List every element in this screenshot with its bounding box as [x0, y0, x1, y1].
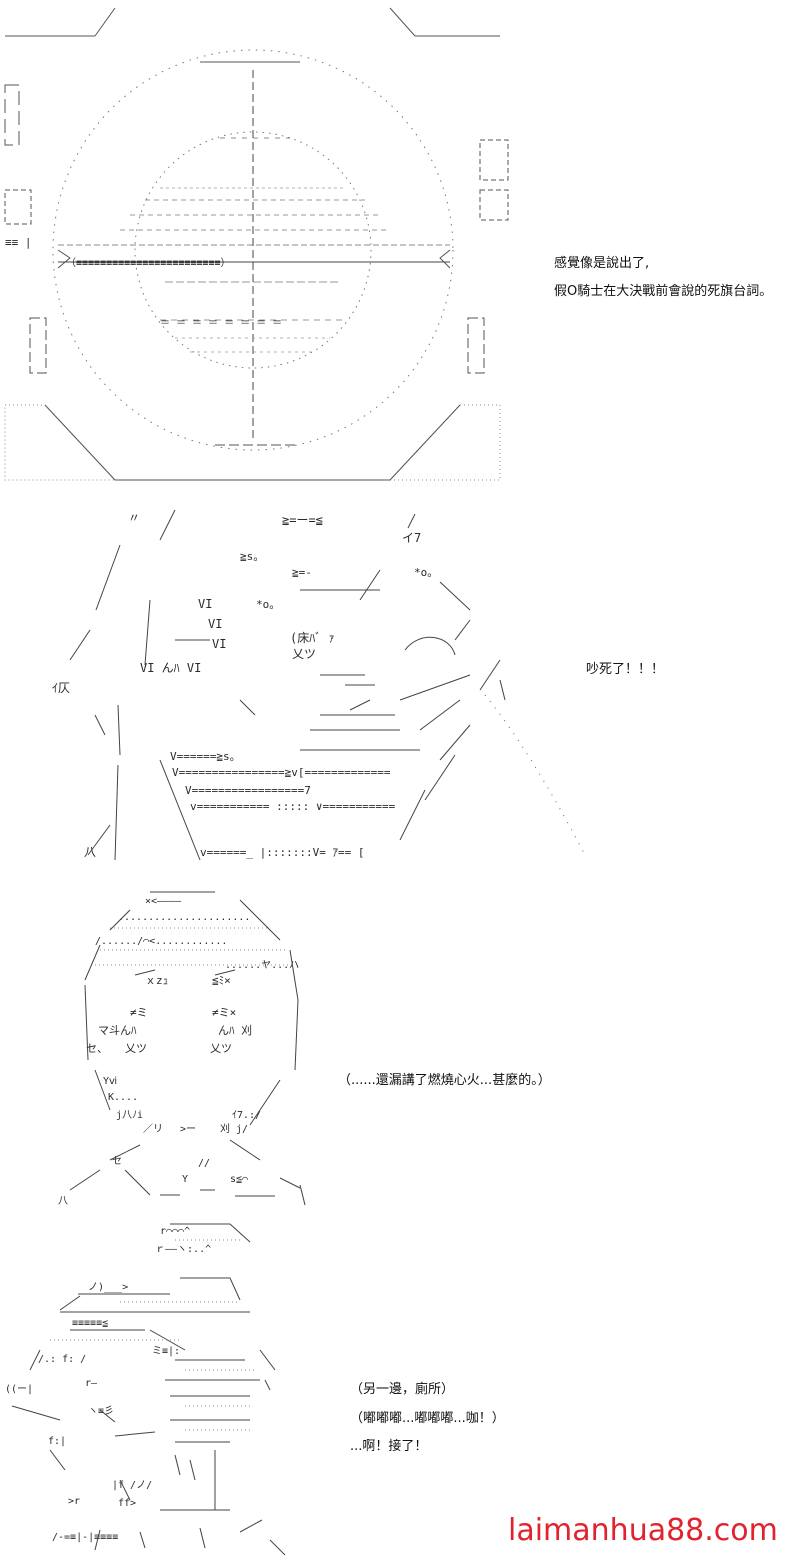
panel-phone: r⌒⌒⌒^ ｒ――ヽ:..^ ノ)___> ≡≡≡≡≡≦ /.: f: / ミ≡… [0, 1210, 800, 1563]
art-text: r⌒⌒⌒^ [160, 1226, 190, 1237]
art-text: K.... [108, 1092, 138, 1103]
art-text: VI [208, 617, 222, 631]
art-text: ((ー| [5, 1384, 33, 1395]
art-text: イ7 [402, 531, 421, 545]
art-text: v======_ |:::::::V= ｱ== [ [200, 846, 364, 859]
art-text: セ、 [86, 1042, 108, 1055]
art-text: ......ヤ...ハ [225, 960, 299, 971]
art-text: f:| [48, 1436, 66, 1447]
art-text: VI [212, 637, 226, 651]
phone-ascii-art: r⌒⌒⌒^ ｒ――ヽ:..^ ノ)___> ≡≡≡≡≡≦ /.: f: / ミ≡… [5, 1223, 286, 1556]
caption-line-1: （另一邊，廁所） [350, 1382, 455, 1397]
art-text: 〃 [128, 511, 140, 525]
art-text: V======≧s。 [170, 750, 241, 763]
art-text: んﾊ 刈 [218, 1024, 252, 1037]
art-text: （≡≡≡≡≡≡≡≡≡≡≡≡≡≡≡≡≡≡≡≡≡≡≡≡） [66, 257, 231, 269]
art-text: ノ)___> [88, 1282, 128, 1293]
art-text: ≦ﾐ× [212, 974, 231, 987]
art-text: r― [85, 1378, 98, 1389]
face-ascii-art: ×<―――― ...................... /....../⌒<… [58, 891, 306, 1207]
art-text: ／リ [143, 1123, 163, 1135]
art-text: ...................... [118, 912, 250, 923]
art-text: Yⅵ [103, 1076, 117, 1087]
scope-ascii-art: ≡≡ | （≡≡≡≡≡≡≡≡≡≡≡≡≡≡≡≡≡≡≡≡≡≡≡≡） ＝ ＝ ＝ ＝ … [4, 7, 509, 481]
panel-shouting: 〃 ≧=ー=≦ イ7 ≧s。 ≧=- *o。 VI *o。 VI (床ﾊﾞ ｧ … [0, 500, 800, 870]
art-text: ＝ ＝ ＝ ＝ ＝ ＝ ＝ ＝ [160, 318, 282, 329]
art-text: 八 [58, 1196, 68, 1207]
art-text: ミ≡|: [152, 1346, 180, 1357]
art-text: V================≧v[============= [172, 766, 391, 779]
art-text: ｲ仄 [52, 681, 70, 695]
art-text: 乂ツ [125, 1042, 147, 1055]
art-text: ｒ――ヽ:..^ [155, 1244, 211, 1255]
art-text: ｘzｭ [145, 974, 168, 987]
art-text: 刈 j/ [220, 1122, 248, 1135]
art-text: *o。 [414, 566, 438, 579]
art-text: /-=≡|-|≡≡≡≡ [52, 1532, 118, 1543]
art-text: |f /ノ/ [112, 1480, 152, 1491]
art-text: j八ﾉi [116, 1110, 143, 1121]
art-text: ≧s。 [240, 550, 264, 563]
art-text: ≡≡ | [5, 236, 32, 249]
site-watermark: laimanhua88.com [508, 1513, 778, 1548]
art-text: セ [112, 1155, 122, 1167]
art-text: ｲ7.:/ [232, 1110, 261, 1121]
art-text: s≦⌒ [230, 1174, 248, 1185]
art-text: VI んﾊ VI [140, 661, 201, 675]
caption-line-3: ...啊！接了！ [350, 1439, 428, 1454]
art-text: /....../⌒<............ [95, 936, 227, 947]
art-text: ヽ≡彡 [88, 1406, 114, 1417]
art-text: v=========== ::::: ∨=========== [190, 800, 396, 813]
art-text: (床ﾊﾞ ｧ [290, 631, 334, 645]
art-text: V=================7 [185, 784, 311, 797]
art-text: 乂ツ [210, 1042, 232, 1055]
art-text: ff> [118, 1498, 136, 1509]
art-text: // [198, 1158, 210, 1169]
shouting-ascii-art: 〃 ≧=ー=≦ イ7 ≧s。 ≧=- *o。 VI *o。 VI (床ﾊﾞ ｧ … [52, 509, 586, 861]
art-text: /.: f: / [38, 1354, 86, 1365]
art-text: >r [68, 1496, 80, 1507]
art-text: マ斗んﾊ [98, 1024, 137, 1037]
caption-line-2: （嘟嘟嘟...嘟嘟嘟...咖！） [350, 1411, 505, 1426]
panel-scope: ≡≡ | （≡≡≡≡≡≡≡≡≡≡≡≡≡≡≡≡≡≡≡≡≡≡≡≡） ＝ ＝ ＝ ＝ … [0, 0, 800, 500]
art-text: ≠ミ [130, 1006, 148, 1019]
art-text: ≧=- [292, 566, 312, 579]
caption-line-2: 假O騎士在大決戰前會說的死旗台詞。 [554, 284, 773, 299]
panel-face: ×<―――― ...................... /....../⌒<… [0, 870, 800, 1210]
art-text: ×<―――― [145, 896, 182, 907]
art-text: ≧=ー=≦ [282, 513, 323, 527]
art-text: >ー [180, 1124, 196, 1135]
caption-line-1: 感覺像是說出了, [554, 256, 650, 271]
art-text: 乂ツ [292, 647, 316, 661]
art-text: *o。 [256, 598, 280, 611]
art-text: ≡≡≡≡≡≦ [72, 1318, 108, 1329]
monologue-caption: （......還漏講了燃燒心火...甚麼的。） [338, 1073, 551, 1088]
art-text: VI [198, 597, 212, 611]
art-text: Y [182, 1174, 188, 1185]
art-text: ≠ミ× [212, 1006, 236, 1019]
shout-caption: 吵死了！！！ [586, 662, 665, 677]
